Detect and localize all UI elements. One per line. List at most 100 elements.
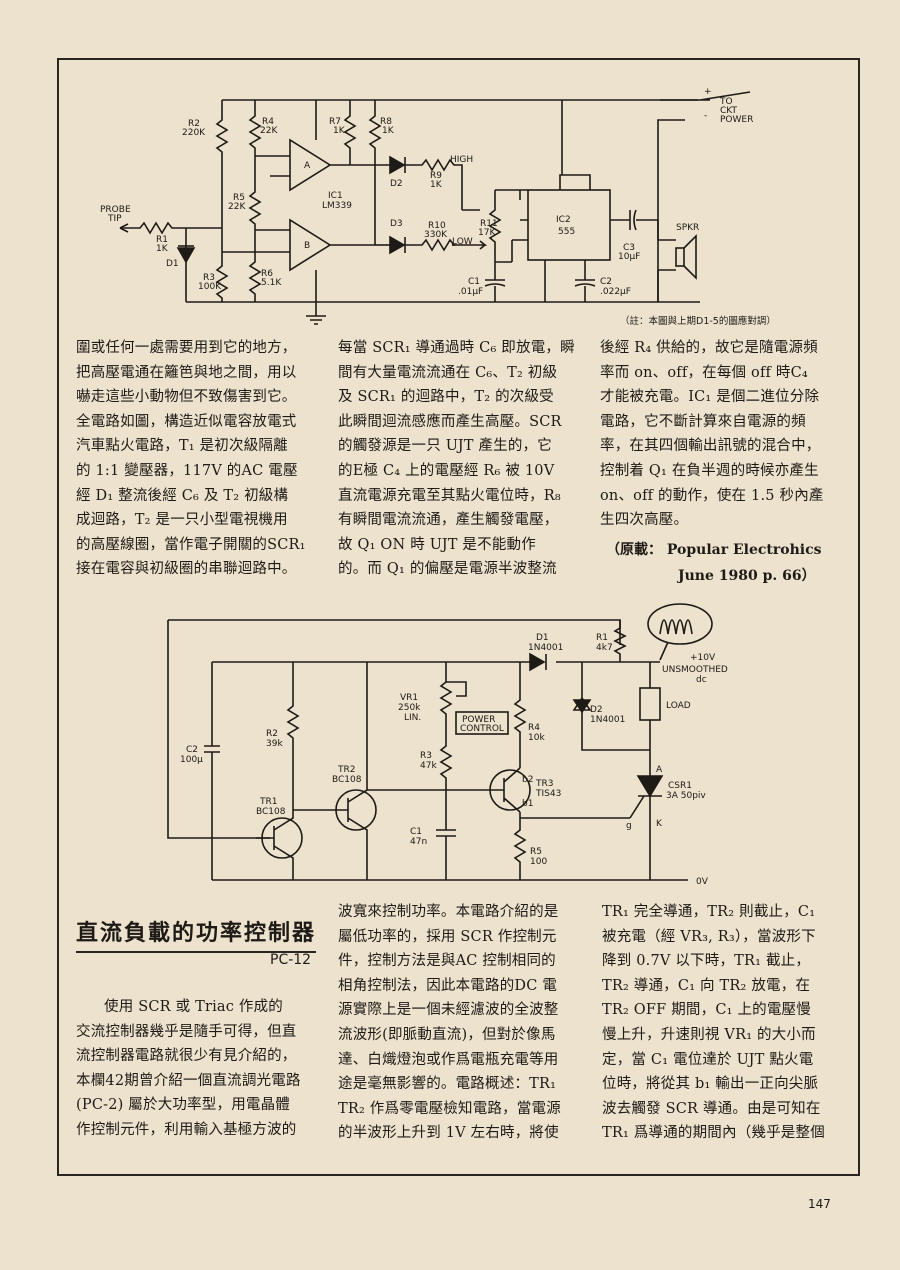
r5-value: 100 <box>530 857 547 867</box>
article-title: 直流負載的功率控制器 <box>76 915 316 953</box>
zero-volt-label: 0V <box>696 877 709 887</box>
text-line: 屬低功率的，採用 SCR 作控制元 <box>338 928 557 945</box>
r4-value: 10k <box>528 733 545 743</box>
r4-label: R4 <box>262 117 274 127</box>
text-line: 汽車點火電路，T₁ 是初次級隔離 <box>76 438 288 455</box>
text-line: 作控制元件，利用輸入基極方波的 <box>76 1121 297 1138</box>
text-line: 慢上升，升速則視 VR₁ 的大小而 <box>602 1026 816 1043</box>
source-line-1: （原載： Popular Electrohics <box>606 542 822 558</box>
article-column-1: 使用 SCR 或 Triac 作成的 交流控制器幾乎是隨手可得，但直 流控制器電… <box>76 995 314 1143</box>
vr1-taper: LIN. <box>404 713 421 723</box>
text-line: 率而 on、off，在每個 off 時C₄ <box>600 364 808 381</box>
c2-label: C2 <box>186 745 198 755</box>
d3-label: D3 <box>390 219 403 229</box>
r1-label: R1 <box>596 633 608 643</box>
r3-label: R3 <box>420 751 432 761</box>
text-line: 源實際上是一個未經濾波的全波整 <box>338 1002 559 1019</box>
text-line: 降到 0.7V 以下時，TR₁ 截止， <box>602 953 811 970</box>
text-line: 生四次高壓。 <box>600 512 689 529</box>
r7-label: R7 <box>329 117 341 127</box>
r1-value: 4k7 <box>596 643 613 653</box>
text-line: TR₂ OFF 期間，C₁ 上的電壓慢 <box>602 1002 811 1019</box>
c1-value: .01μF <box>458 287 483 297</box>
opamp-a-label: A <box>304 161 311 171</box>
low-label: LOW <box>452 237 473 247</box>
text-line: 使用 SCR 或 Triac 作成的 <box>104 999 283 1015</box>
r3-value: 47k <box>420 761 437 771</box>
d2-label: D2 <box>390 179 403 189</box>
source-line-2: June 1980 p. 66） <box>678 568 816 584</box>
probe-label: PROBE <box>100 205 131 215</box>
text-line: 圍或任何一處需要用到它的地方， <box>76 340 297 356</box>
anode-label: A <box>656 765 663 775</box>
diagram-note: （註：本圖與上期D1-5的圖應對調） <box>620 316 776 327</box>
text-line: TR₁ 爲導通的期間內（幾乎是整個 <box>602 1125 825 1142</box>
vr1-label: VR1 <box>400 693 418 703</box>
r4-label: R4 <box>528 723 540 733</box>
d1-label: D1 <box>536 633 549 643</box>
c3-value: 10μF <box>618 252 640 262</box>
cathode-label: K <box>656 819 663 829</box>
d2-label: D2 <box>590 705 603 715</box>
tr1-value: BC108 <box>256 807 286 817</box>
text-line: 嚇走這些小動物但不致傷害到它。 <box>76 389 297 406</box>
b1-label: b1 <box>522 799 533 809</box>
power-control-label-1: POWER <box>462 715 495 725</box>
text-line: 的觸發源是一只 UJT 產生的，它 <box>338 438 552 455</box>
c2-value: 100μ <box>180 755 203 765</box>
text-line: 流波形(即脈動直流)，但對於像馬 <box>338 1026 556 1043</box>
ic2-label: IC2 <box>556 215 571 225</box>
high-label: HIGH <box>450 155 473 165</box>
r8-label: R8 <box>380 117 392 127</box>
power-controller-diagram: D1 1N4001 R1 4k7 +10V UNSMOOTHED dc VR1 … <box>167 603 728 887</box>
r4-value: 22K <box>260 126 278 136</box>
text-line: 此瞬間迴流感應而產生高壓。SCR <box>338 413 562 430</box>
r9-label: R9 <box>430 171 442 181</box>
r5-label: R5 <box>233 193 245 203</box>
text-line: 接在電容與初級圈的串聯迴路中。 <box>76 561 297 578</box>
text-line: 的 1:1 變壓器，117V 的AC 電壓 <box>76 462 298 479</box>
text-line: 被充電（經 VR₃, R₃），當波形下 <box>602 928 816 945</box>
c2-label: C2 <box>600 277 612 287</box>
d2-value: 1N4001 <box>590 715 625 725</box>
r2-value: 39k <box>266 739 283 749</box>
c3-label: C3 <box>623 243 635 253</box>
load-label: LOAD <box>666 701 691 711</box>
power-label: POWER <box>720 115 753 125</box>
text-line: 經 D₁ 整流後經 C₆ 及 T₂ 初級構 <box>76 487 289 504</box>
tr3-value: TIS43 <box>535 789 561 799</box>
power-control-label-2: CONTROL <box>460 724 504 734</box>
r3-value: 100K <box>198 282 222 292</box>
plus-label: + <box>704 87 712 97</box>
r9-value: 1K <box>430 180 443 190</box>
text-line: on、off 的動作，使在 1.5 秒內產 <box>600 487 824 504</box>
text-line: 把高壓電通在籬笆與地之間，用以 <box>76 364 297 381</box>
ic2-value: 555 <box>558 227 575 237</box>
r11-value: 17K <box>478 228 496 238</box>
upper-column-1: 圍或任何一處需要用到它的地方， 把高壓電通在籬笆與地之間，用以 嚇走這些小動物但… <box>76 336 314 582</box>
gate-label: g <box>626 821 632 831</box>
text-line: 本欄42期曾介紹一個直流調光電路 <box>76 1072 301 1089</box>
page-border <box>57 58 860 1176</box>
text-line: 每當 SCR₁ 導通過時 C₆ 即放電，瞬 <box>338 340 575 356</box>
csr1-value: 3A 50piv <box>666 791 706 801</box>
d1-value: 1N4001 <box>528 643 563 653</box>
text-line: 控制着 Q₁ 在負半週的時候亦產生 <box>600 462 819 479</box>
r2-value: 220K <box>182 128 206 138</box>
minus-label: - <box>704 111 707 121</box>
tr1-label: TR1 <box>259 797 277 807</box>
article-column-2: 波寬來控制功率。本電路介紹的是 屬低功率的，採用 SCR 作控制元 件，控制方法… <box>338 900 578 1146</box>
text-line: 交流控制器幾乎是隨手可得，但直 <box>76 1023 297 1040</box>
page-number: 147 <box>808 1197 831 1211</box>
text-line: 間有大量電流流通在 C₆、T₂ 初級 <box>338 364 558 381</box>
text-line: (PC-2) 屬於大功率型，用電晶體 <box>76 1097 290 1114</box>
d1-label: D1 <box>166 259 179 269</box>
r7-value: 1K <box>333 126 346 136</box>
text-line: 全電路如圖，構造近似電容放電式 <box>76 413 297 430</box>
r8-value: 1K <box>382 126 395 136</box>
r5-value: 22K <box>228 202 246 212</box>
r1-label: R1 <box>156 235 168 245</box>
unsmoothed-label: UNSMOOTHED <box>662 665 728 675</box>
tr2-value: BC108 <box>332 775 362 785</box>
